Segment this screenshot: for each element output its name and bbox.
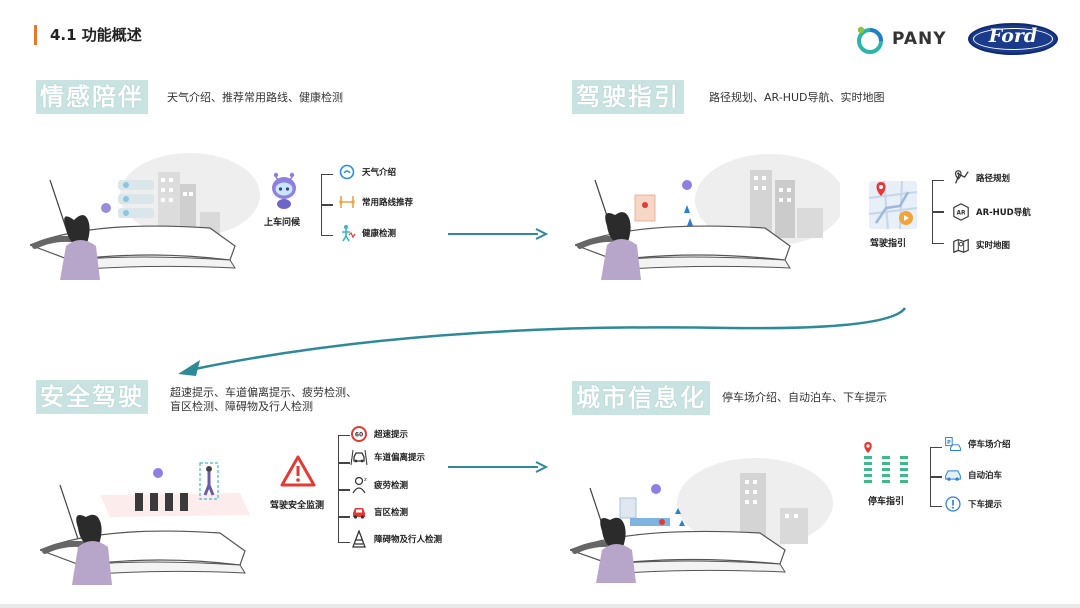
svg-text:z: z [364,477,367,483]
feature-blind-spot: 盲区检测 [350,503,408,521]
feature-bracket-emotion [321,174,333,236]
page-title: 4.1 功能概述 [50,26,142,44]
feature-label: 路径规划 [976,174,1011,184]
feature-label: AR-HUD导航 [976,208,1031,218]
hub-label-safety: 驾驶安全监测 [270,501,325,511]
feature-realtime-map: 实时地图 [952,236,1010,254]
robot-mascot-icon [272,172,296,209]
health-icon [338,224,356,242]
section-tag-guidance: 驾驶指引 [572,80,684,114]
section-desc-emotion: 天气介绍、推荐常用路线、健康检测 [167,91,343,104]
feature-label: 停车场介绍 [968,440,1011,450]
blind-spot-icon [350,503,368,521]
feature-weather: 天气介绍 [338,163,396,181]
feature-label: 车道偏离提示 [374,453,426,463]
svg-text:P: P [947,440,951,446]
section-tag-emotion: 情感陪伴 [36,80,148,114]
feature-bracket-city [930,447,942,507]
feature-auto-park: 自动泊车 [944,466,1002,484]
feature-path-planning: 路径规划 [952,169,1010,187]
speed-limit-icon: 60 [350,425,368,443]
section-desc-safety-line1: 超速提示、车道偏离提示、疲劳检测、 [170,386,357,399]
feature-lane-departure: 车道偏离提示 [350,448,425,466]
section-tag-safety: 安全驾驶 [36,380,148,414]
parking-lot-icon: P [944,435,962,453]
lane-departure-icon [350,448,368,466]
feature-label: 常用路线推荐 [362,198,414,208]
feature-parking-lot: P 停车场介绍 [944,435,1011,453]
feature-label: 疲劳检测 [374,481,409,491]
parking-guide-icon [864,442,908,483]
hub-label-city: 停车指引 [868,497,905,507]
feature-label: 障碍物及行人检测 [374,535,443,545]
realtime-map-icon [952,236,970,254]
route-icon [338,193,356,211]
car-interior-illustration [570,458,833,583]
feature-overspeed: 60 超速提示 [350,425,408,443]
feature-exit-alert: 下车提示 [944,495,1002,513]
hub-label-guidance: 驾驶指引 [870,239,907,249]
fatigue-icon: z [350,476,368,494]
warning-triangle-icon [280,455,316,487]
ford-logo: Ford [968,23,1058,55]
bottom-divider [0,604,1080,608]
obstacle-icon [350,530,368,548]
section-desc-safety-line2: 盲区检测、障碍物及行人检测 [170,400,313,413]
feature-label: 实时地图 [976,241,1011,251]
weather-icon [338,163,356,181]
flow-arrow-right-bottom [448,461,548,473]
pany-logo-icon [857,26,883,54]
title-accent-bar [34,25,37,45]
feature-health: 健康检测 [338,224,396,242]
flow-arrow-right-top [448,228,548,240]
feature-label: 自动泊车 [968,471,1003,481]
feature-bracket-safety [338,435,350,543]
exit-alert-icon [944,495,962,513]
feature-label: 超速提示 [374,430,409,440]
feature-ar-hud: AR AR-HUD导航 [952,203,1031,221]
flow-arrow-curved [178,307,907,376]
feature-bracket-guidance [932,180,944,244]
svg-text:AR: AR [956,211,966,217]
car-interior-illustration [575,154,840,280]
feature-label: 盲区检测 [374,508,409,518]
feature-obstacle: 障碍物及行人检测 [350,530,442,548]
feature-label: 下车提示 [968,500,1003,510]
svg-text:60: 60 [355,432,363,439]
pany-logo-text: PANY [892,29,947,49]
pany-logo: PANY [854,24,964,56]
auto-park-icon [944,466,962,484]
ford-logo-text: Ford [988,25,1038,47]
navigation-map-icon [868,180,918,230]
hub-label-emotion: 上车问候 [264,218,301,228]
ar-icon: AR [952,203,970,221]
feature-fatigue: z 疲劳检测 [350,476,408,494]
section-desc-guidance: 路径规划、AR-HUD导航、实时地图 [709,91,885,104]
map-pin-icon [952,169,970,187]
feature-label: 健康检测 [362,229,397,239]
section-desc-city: 停车场介绍、自动泊车、下车提示 [722,391,887,404]
feature-label: 天气介绍 [362,168,397,178]
car-interior-illustration [40,462,250,585]
feature-route: 常用路线推荐 [338,193,413,211]
car-interior-illustration [30,153,260,280]
section-tag-city: 城市信息化 [572,381,710,415]
